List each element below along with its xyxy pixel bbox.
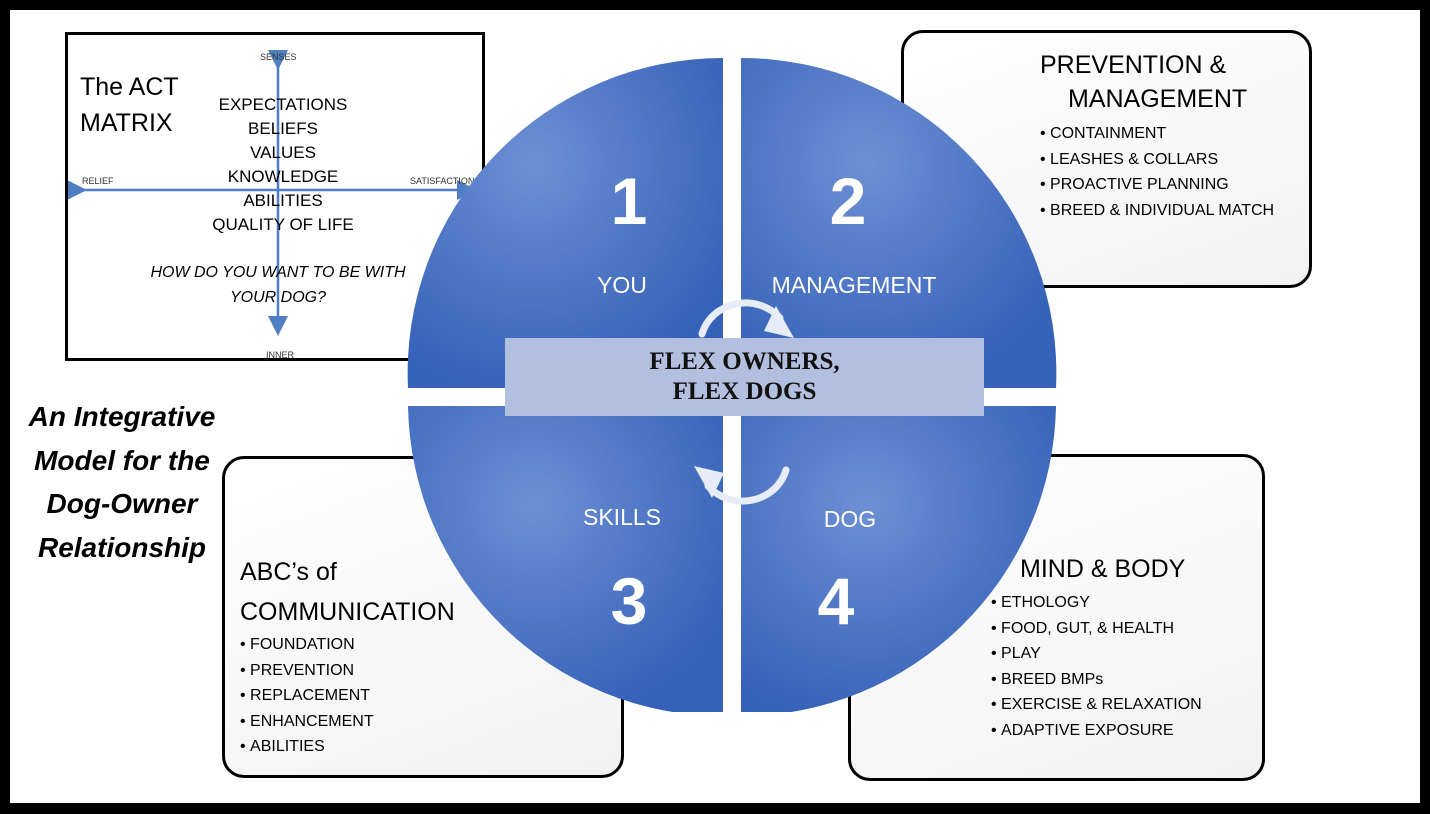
list-item: CONTAINMENT [1040,121,1274,147]
axis-label-inner: INNER [266,350,295,360]
list-item: ABILITIES [240,734,374,760]
quadrant-3 [408,406,723,712]
matrix-item: EXPECTATIONS [218,95,348,114]
axis-label-satisfaction: SATISFACTION [410,176,475,186]
quadrant-number-3: 3 [611,564,648,638]
prevention-heading-line2: MANAGEMENT [1068,85,1248,113]
quadrant-label-you: YOU [597,272,647,298]
list-item: EXERCISE & RELAXATION [991,692,1202,718]
list-item: LEASHES & COLLARS [1040,147,1274,173]
mind-body-list: ETHOLOGY FOOD, GUT, & HEALTH PLAY BREED … [991,590,1202,743]
list-item: BREED & INDIVIDUAL MATCH [1040,198,1274,224]
quadrant-label-dog: DOG [824,506,876,532]
quadrant-2 [741,57,1057,389]
abc-list: FOUNDATION PREVENTION REPLACEMENT ENHANC… [240,632,374,760]
act-matrix-axes [68,50,477,336]
quadrant-number-1: 1 [611,164,648,238]
cycle-arrow-top-icon [698,299,794,338]
central-circle: 1 2 3 4 YOU MANAGEMENT SKILLS DOG [407,57,1057,712]
act-matrix-box: The ACT MATRIX SENSES INNER RELIEF SATIS… [65,32,485,361]
act-matrix-question: HOW DO YOU WANT TO BE WITH YOUR DOG? [150,264,406,306]
matrix-item: BELIEFS [248,119,318,138]
center-banner-text: FLEX OWNERS, FLEX DOGS [649,348,840,405]
list-item: PREVENTION [240,658,374,684]
quadrant-number-2: 2 [830,164,867,238]
side-title: An Integrative Model for the Dog-Owner R… [28,401,216,563]
matrix-item: VALUES [250,143,316,162]
abc-heading-line2: COMMUNICATION [240,598,455,626]
list-item: BREED BMPs [991,667,1202,693]
center-banner: FLEX OWNERS, FLEX DOGS [505,338,984,416]
slide: The ACT MATRIX SENSES INNER RELIEF SATIS… [10,10,1420,803]
list-item: FOUNDATION [240,632,374,658]
quadrant-4 [741,406,1056,712]
list-item: ADAPTIVE EXPOSURE [991,718,1202,744]
list-item: PROACTIVE PLANNING [1040,172,1274,198]
act-matrix-title: The ACT MATRIX [80,73,179,137]
prevention-list: CONTAINMENT LEASHES & COLLARS PROACTIVE … [1040,121,1274,223]
axis-label-senses: SENSES [260,52,297,62]
quadrant-label-management: MANAGEMENT [772,272,937,298]
cycle-arrow-bottom-icon [694,466,790,505]
list-item: REPLACEMENT [240,683,374,709]
axis-label-relief: RELIEF [82,176,114,186]
list-item: PLAY [991,641,1202,667]
abc-heading-line1: ABC’s of [240,558,337,586]
list-item: ETHOLOGY [991,590,1202,616]
act-matrix-list: EXPECTATIONS BELIEFS VALUES KNOWLEDGE AB… [178,93,388,237]
prevention-heading-line1: PREVENTION & [1040,51,1227,79]
list-item: FOOD, GUT, & HEALTH [991,616,1202,642]
quadrant-label-skills: SKILLS [583,504,661,530]
quadrant-number-4: 4 [818,564,855,638]
matrix-item: KNOWLEDGE [227,167,339,186]
quadrant-1 [407,57,723,389]
mind-body-heading: MIND & BODY [1020,555,1186,583]
matrix-item: QUALITY OF LIFE [212,215,354,234]
matrix-item: ABILITIES [243,191,323,210]
list-item: ENHANCEMENT [240,709,374,735]
